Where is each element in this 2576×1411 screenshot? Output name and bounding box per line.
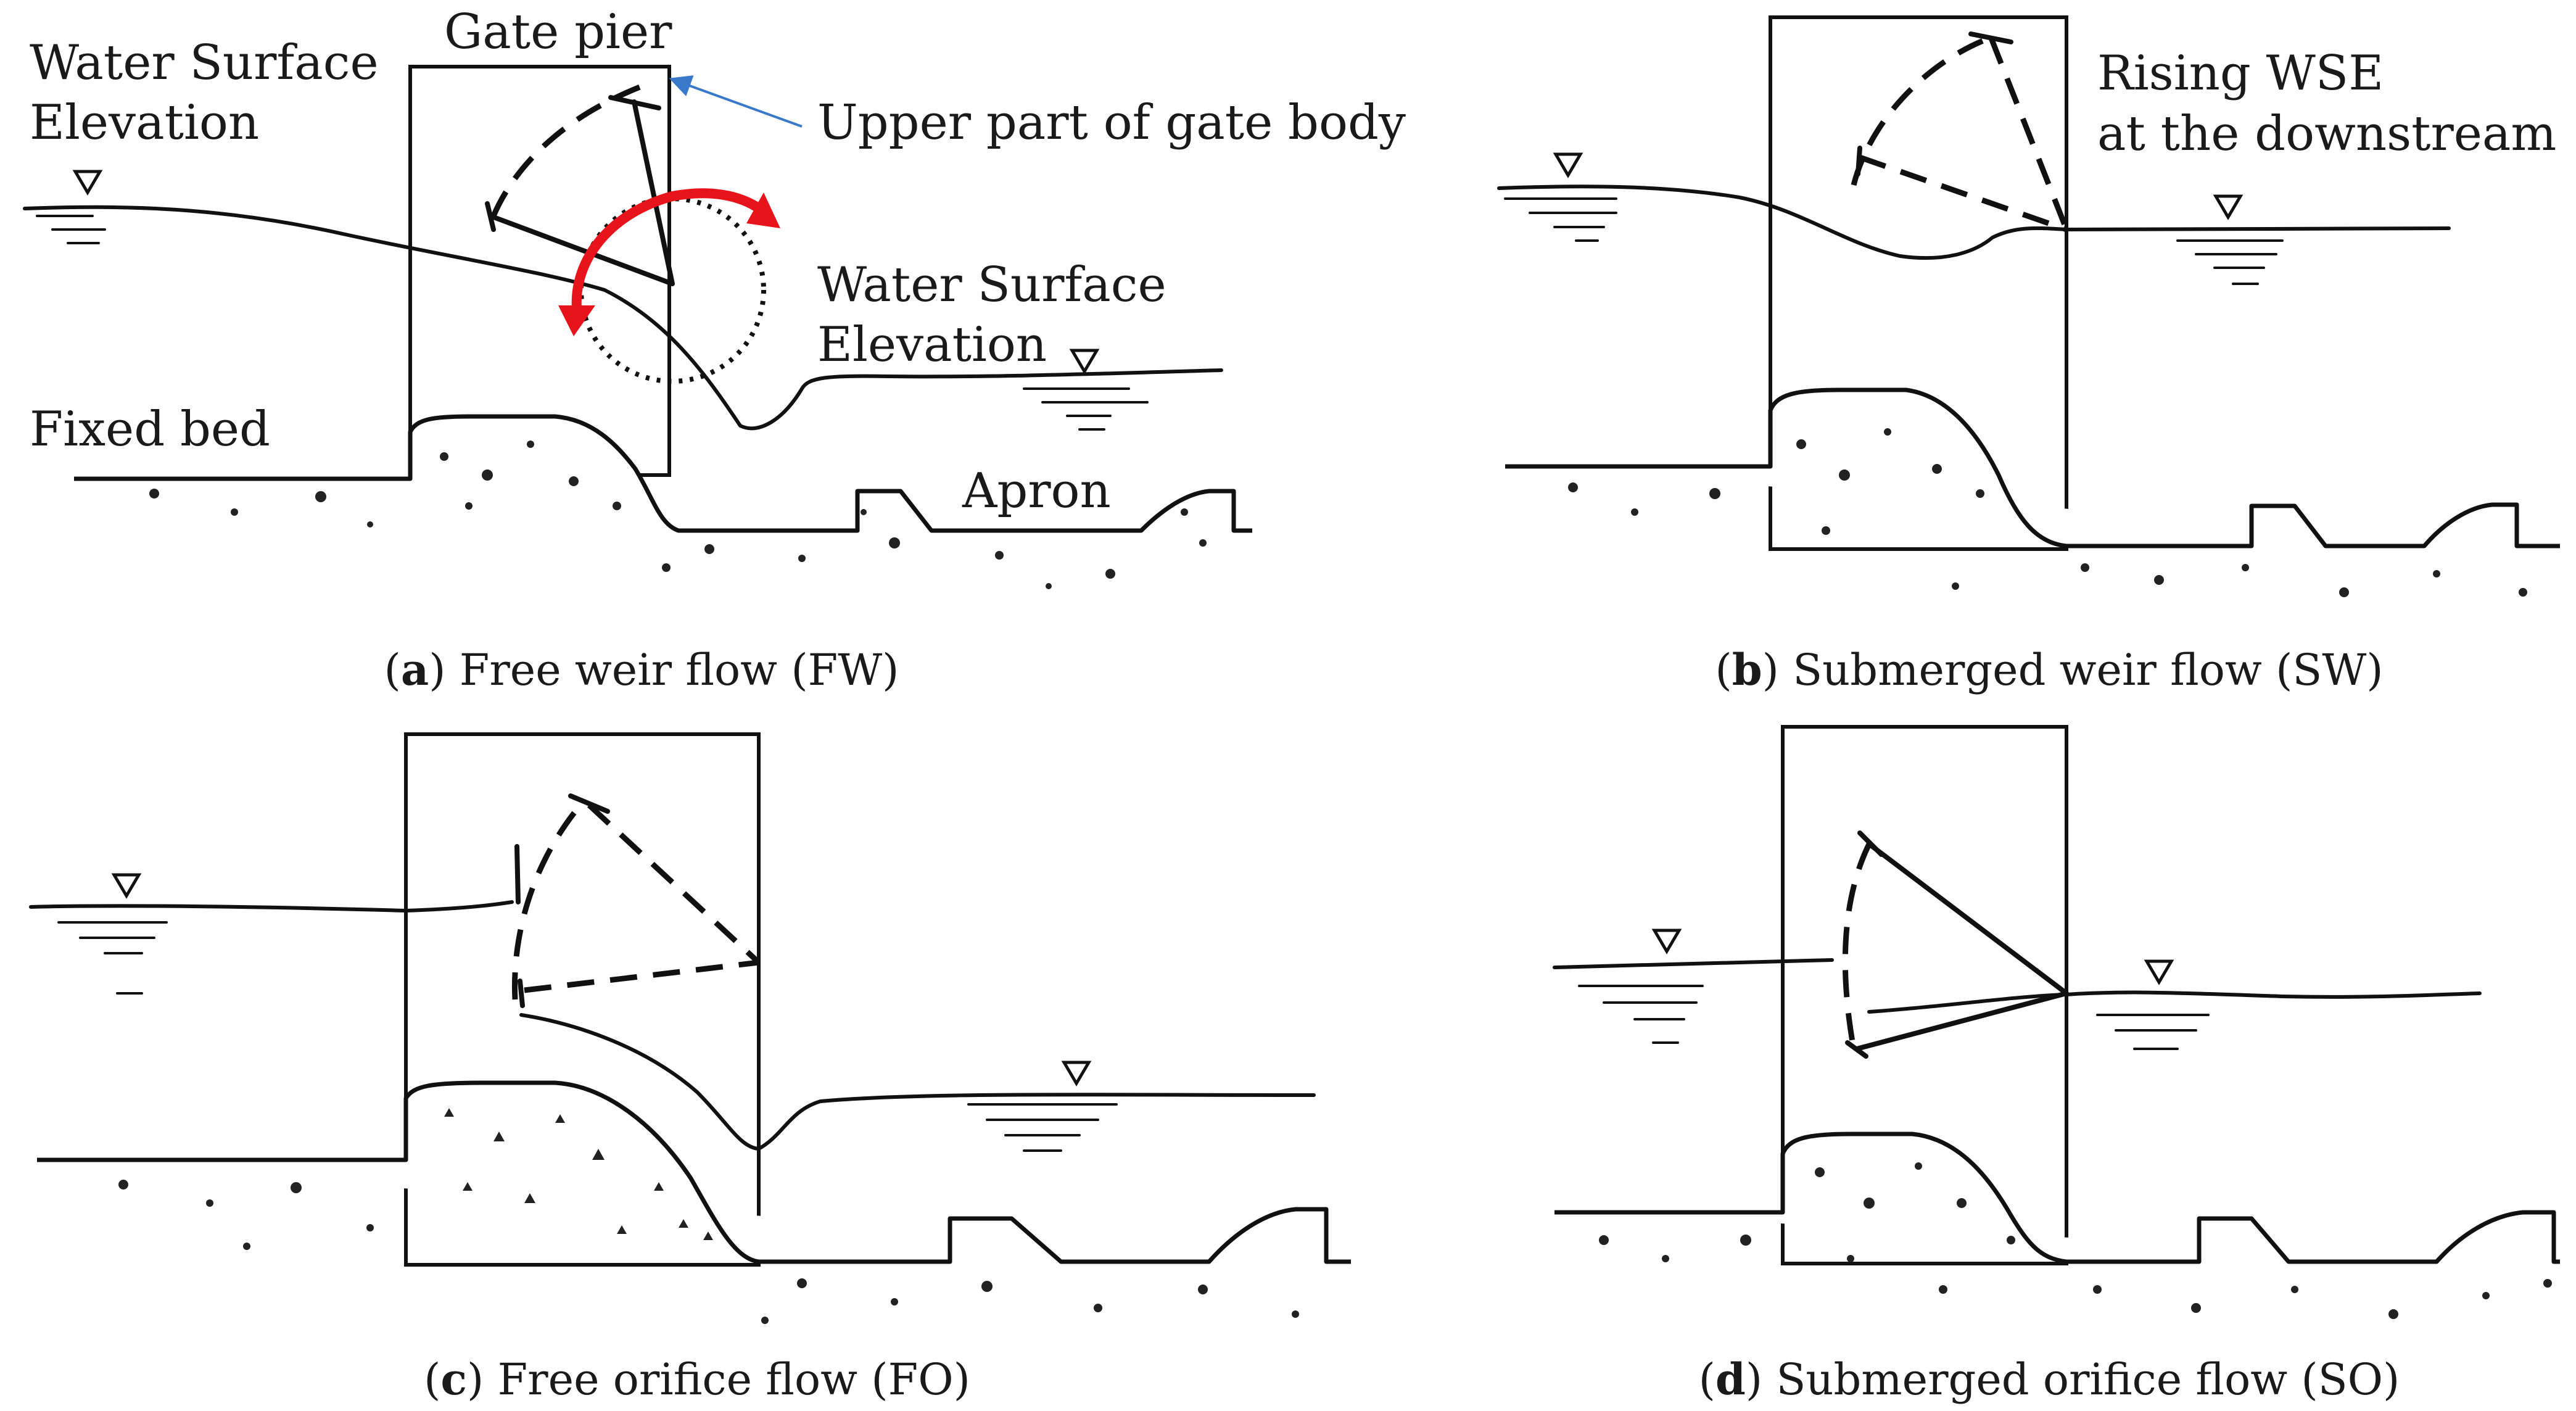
caption-a: (a) Free weir flow (FW) bbox=[384, 644, 899, 695]
panel-d-submerged-orifice-flow: (d) Submerged orifice flow (SO) bbox=[1553, 725, 2560, 1405]
water-level-symbol bbox=[111, 873, 142, 899]
panel-a-free-weir-flow: Gate pier Water Surface Elevation Upper … bbox=[23, 4, 1406, 695]
gate-dashed-leaf bbox=[524, 803, 761, 993]
bed-grains bbox=[1568, 428, 2527, 597]
gate-dashed-leaf bbox=[1859, 37, 2070, 233]
gate-leaf bbox=[1845, 830, 2069, 1059]
fixed-bed-label: Fixed bed bbox=[30, 402, 270, 457]
gate-rotation-circle bbox=[579, 196, 766, 384]
wse-upstream-label-1: Water Surface bbox=[30, 35, 379, 91]
gate-dashed-position bbox=[490, 83, 643, 217]
caption-c: (c) Free orifice flow (FO) bbox=[424, 1354, 970, 1405]
upper-gate-label: Upper part of gate body bbox=[817, 95, 1406, 151]
gate-dashed-position bbox=[1842, 843, 1872, 1049]
water-level-symbol bbox=[1061, 1061, 1092, 1086]
wse-downstream-label-2: Elevation bbox=[817, 317, 1047, 373]
wse-downstream-label-1: Water Surface bbox=[817, 257, 1166, 313]
bed-grains bbox=[1599, 1162, 2552, 1319]
bed-grains bbox=[118, 1108, 1299, 1324]
rising-wse-label-2: at the downstream bbox=[2097, 106, 2556, 162]
gate-pier bbox=[408, 65, 671, 477]
fixed-bed bbox=[1505, 387, 2560, 548]
water-level-symbol bbox=[1069, 349, 1100, 374]
apron-label: Apron bbox=[962, 463, 1111, 519]
fixed-bed bbox=[1554, 1132, 2560, 1264]
upper-gate-pointer bbox=[669, 75, 803, 128]
water-level-symbol bbox=[72, 170, 103, 196]
gate-dashed-position bbox=[512, 800, 585, 1000]
gate-pier-label: Gate pier bbox=[444, 4, 672, 60]
water-level-symbol bbox=[2144, 959, 2174, 985]
caption-b: (b) Submerged weir flow (SW) bbox=[1715, 644, 2383, 695]
panel-b-submerged-weir-flow: Rising WSE at the downstream (b) Submerg… bbox=[1497, 15, 2560, 695]
rising-wse-label-1: Rising WSE bbox=[2097, 46, 2384, 101]
water-level-symbol bbox=[2213, 194, 2244, 220]
upstream-water-surface bbox=[1553, 958, 2482, 1014]
upstream-water-surface bbox=[23, 205, 1223, 431]
upstream-water-surface bbox=[1497, 184, 2451, 260]
water-level-symbol bbox=[1553, 152, 1583, 178]
gate-leaf bbox=[485, 95, 675, 286]
upstream-water-surface bbox=[29, 900, 1316, 1151]
fixed-bed bbox=[37, 1080, 1351, 1264]
water-level-symbol bbox=[1651, 929, 1682, 954]
caption-d: (d) Submerged orifice flow (SO) bbox=[1699, 1354, 2400, 1405]
fixed-bed bbox=[74, 414, 1252, 533]
panel-c-free-orifice-flow: (c) Free orifice flow (FO) bbox=[29, 732, 1351, 1405]
wse-upstream-label-2: Elevation bbox=[30, 95, 259, 151]
rotation-arrow bbox=[558, 188, 780, 336]
bed-grains bbox=[149, 441, 1207, 589]
